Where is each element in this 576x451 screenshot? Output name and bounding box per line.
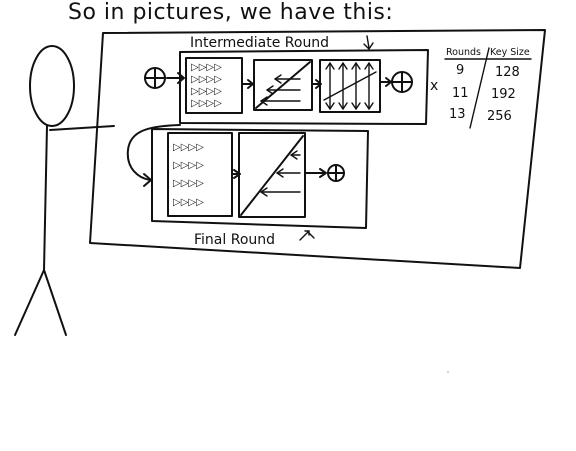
final-shift-rows-box (238, 132, 306, 218)
svg-text:▷▷▷▷: ▷▷▷▷ (191, 74, 222, 85)
svg-text:▷▷▷▷: ▷▷▷▷ (191, 98, 222, 109)
table-cell-key-size: 256 (487, 109, 512, 124)
svg-text:▷▷▷▷: ▷▷▷▷ (191, 86, 222, 97)
table-header-key-size: Key Size (490, 47, 530, 58)
arrow-down-icon (363, 35, 374, 51)
table-header-rounds: Rounds (446, 47, 481, 58)
diagonal-shift-icon (255, 61, 311, 109)
svg-text:▷▷▷▷: ▷▷▷▷ (173, 197, 204, 208)
final-round-box (151, 128, 369, 229)
triangle-grid-icon: ▷▷▷▷ ▷▷▷▷ ▷▷▷▷ ▷▷▷▷ (191, 62, 222, 109)
connector-arrow (126, 124, 181, 181)
table-cell-rounds: 13 (449, 107, 466, 122)
final-substitution-box (167, 132, 233, 217)
shift-rows-box (253, 59, 313, 111)
mix-columns-box (319, 59, 381, 113)
table-cell-key-size: 192 (491, 87, 516, 102)
arrow-up-icon (299, 230, 315, 241)
svg-text:▷▷▷▷: ▷▷▷▷ (173, 178, 204, 189)
final-add-round-key-xor-icon (327, 164, 345, 182)
intermediate-round-box (179, 49, 429, 125)
xor-icon (144, 67, 166, 89)
table-cell-rounds: 9 (456, 63, 464, 78)
vertical-mix-icon (323, 61, 377, 111)
svg-text:▷▷▷▷: ▷▷▷▷ (173, 160, 204, 171)
diagonal-shift-icon (240, 135, 304, 216)
caption: So in pictures, we have this: (68, 0, 393, 25)
stick-figure (14, 45, 115, 336)
intermediate-round-label: Intermediate Round (190, 35, 329, 51)
repeat-marker: x (430, 78, 438, 94)
table-cell-key-size: 128 (495, 65, 520, 80)
triangle-grid-icon: ▷▷▷▷ ▷▷▷▷ ▷▷▷▷ ▷▷▷▷ (173, 142, 204, 208)
rounds-key-size-table: Rounds Key Size 9 128 11 192 13 256 (444, 47, 532, 129)
final-round-label: Final Round (194, 232, 275, 248)
stray-dot (447, 371, 449, 373)
svg-text:▷▷▷▷: ▷▷▷▷ (173, 142, 204, 153)
svg-text:▷▷▷▷: ▷▷▷▷ (191, 62, 222, 73)
table-cell-rounds: 11 (452, 86, 469, 101)
outer-frame (89, 29, 546, 269)
substitution-box (185, 57, 243, 114)
add-round-key-xor-icon (391, 71, 413, 93)
